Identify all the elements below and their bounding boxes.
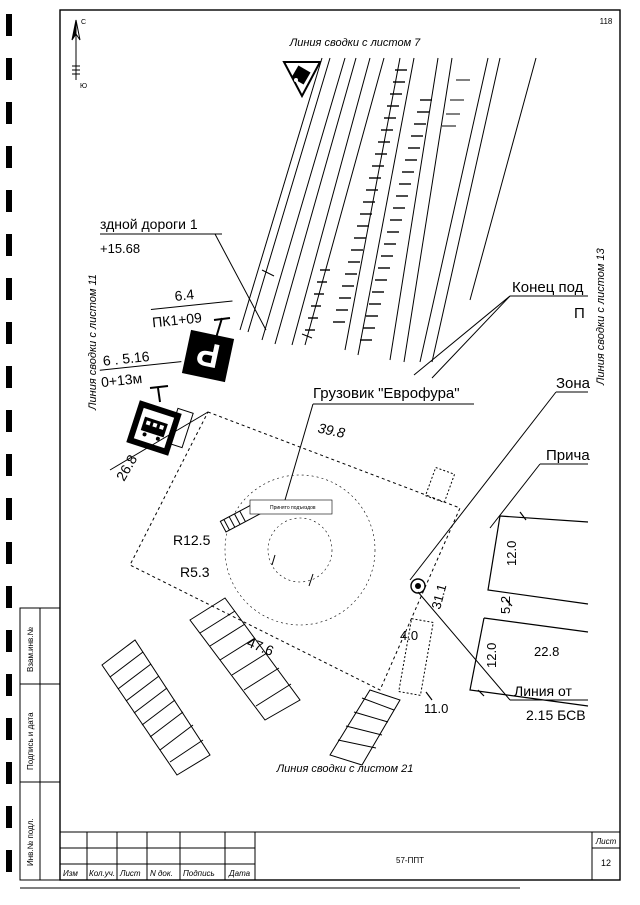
chainage-2: 6 . 5.16 0+13м [99, 348, 182, 390]
dim-12-0a: 12.0 [504, 541, 519, 566]
tb-header-list: Лист [119, 869, 141, 878]
match-line-right: Линия сводки с листом 13 [595, 247, 607, 386]
north-arrow-icon [71, 19, 81, 80]
tb-doc-code: 57-ППТ [396, 856, 424, 865]
elevation-label: +15.68 [100, 241, 140, 256]
chainage-1-top: 6.4 [174, 286, 195, 304]
title-block [59, 831, 621, 881]
dim-5-2: 5.2 [498, 596, 513, 614]
end-label-2: П [574, 305, 585, 322]
road-leader [214, 233, 267, 331]
match-line-left: Линия сводки с листом 11 [87, 274, 99, 411]
chainage-1-bot: ПК1+09 [151, 309, 202, 330]
hydrant-icon [410, 578, 426, 594]
line-label: Линия от [514, 683, 573, 699]
end-label: Конец под [512, 279, 584, 296]
track-sleepers-3 [305, 269, 330, 331]
binding-marks [6, 14, 12, 872]
track-sleepers-2 [360, 99, 432, 341]
dim-22-8: 22.8 [534, 644, 559, 659]
tb-sheet-label: Лист [595, 837, 617, 846]
parking-stalls-bottom [329, 689, 401, 766]
tb-header-data: Дата [228, 869, 251, 878]
turning-area-outline [129, 411, 461, 691]
turning-circle-inner [267, 517, 333, 583]
match-line-top: Линия сводки с листом 7 [289, 37, 421, 49]
north-label: С [81, 19, 86, 26]
dim-31-1: 31.1 [428, 582, 449, 610]
dim-12-0b: 12.0 [484, 643, 499, 668]
tb-header-kol: Кол.уч. [89, 869, 115, 878]
south-label: Ю [80, 83, 87, 90]
parking-stalls-middle [189, 597, 301, 721]
dim-39-8: 39.8 [317, 420, 347, 441]
bus-stop-sign-icon [126, 400, 182, 456]
tb-header-podpis: Подпись [183, 869, 215, 878]
track-sleepers-1 [333, 69, 407, 323]
truck-label: Грузовик "Еврофура" [313, 385, 460, 402]
turning-circle-outer [224, 474, 376, 626]
chainage-2-top: 6 . 5.16 [102, 348, 150, 369]
note-box [249, 499, 333, 515]
bus-shelter [166, 407, 194, 449]
parking-stalls-left [101, 639, 211, 776]
rail-ticks [261, 79, 470, 339]
pier-outline [469, 515, 589, 707]
tb-sheet-number: 12 [601, 858, 611, 868]
tb-header-ndoc: N док. [150, 869, 173, 878]
side-stamp-inv-orig: Инв.№ подл. [26, 818, 35, 866]
railway-tracks [239, 57, 537, 363]
sign-post-1 [215, 317, 223, 339]
dim-r5-3: R5.3 [180, 564, 210, 580]
railway-warning-sign-icon [282, 61, 322, 99]
side-stamp-inv-sub: Взам.инв.№ [26, 626, 35, 672]
dim-4-0: 4.0 [400, 628, 418, 643]
match-line-bottom: Линия сводки с листом 21 [276, 763, 414, 775]
side-stamp [19, 607, 61, 881]
zone-label: Зона [556, 375, 591, 392]
bsv-label: 2.15 БСВ [526, 707, 586, 723]
parking-sign-icon: P [181, 329, 235, 383]
road-label: здной дороги 1 [100, 216, 198, 232]
dim-11-0: 11.0 [424, 701, 448, 716]
note-text: Принято подъездов [270, 505, 316, 511]
dim-26-8: 26.8 [113, 452, 141, 484]
chainage-2-bot: 0+13м [100, 370, 143, 390]
sheet-number-top: 118 [600, 17, 613, 26]
leader-lines [409, 295, 588, 701]
pier-label: Прича [546, 447, 590, 464]
chainage-1: 6.4 ПК1+09 [150, 286, 233, 330]
tb-header-izm: Изм [63, 869, 78, 878]
side-stamp-sign-date: Подпись и дата [26, 712, 35, 770]
dim-r12-5: R12.5 [173, 532, 211, 548]
